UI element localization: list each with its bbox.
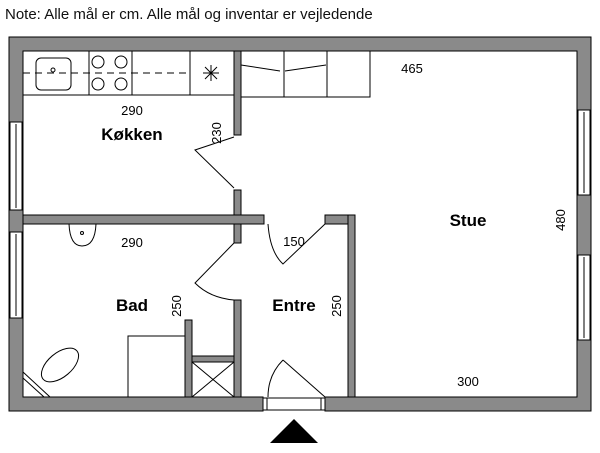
interior-walls [22, 50, 356, 398]
basin-icon [68, 223, 97, 247]
dim-bath-width: 290 [121, 235, 143, 250]
dim-living-width-bottom: 300 [457, 374, 479, 389]
dim-living-depth: 480 [553, 209, 568, 231]
room-label-entry: Entre [272, 296, 315, 315]
entrance-arrow-icon [270, 419, 318, 443]
toilet-icon [40, 347, 80, 383]
stove-icon [91, 55, 128, 91]
outer-walls [8, 36, 592, 412]
dim-bath-depth: 250 [169, 295, 184, 317]
dim-kitchen-width: 290 [121, 103, 143, 118]
utility-box [191, 361, 235, 398]
room-label-living: Stue [450, 211, 487, 230]
windows [9, 109, 591, 411]
room-label-bath: Bad [116, 296, 148, 315]
fan-icon [203, 65, 219, 81]
dim-entry-width: 150 [283, 234, 305, 249]
dim-entry-depth: 250 [329, 295, 344, 317]
plan-note: Note: Alle mål er cm. Alle mål og invent… [5, 6, 373, 23]
sink-icon [35, 57, 72, 91]
bath-fixtures [22, 223, 235, 398]
kitchen-counter [22, 50, 235, 96]
dim-living-width: 465 [401, 61, 423, 76]
wardrobe [240, 50, 371, 98]
dim-kitchen-depth: 230 [209, 122, 224, 144]
room-label-kitchen: Køkken [101, 125, 162, 144]
doors [194, 64, 327, 398]
shower-tray [127, 335, 186, 398]
